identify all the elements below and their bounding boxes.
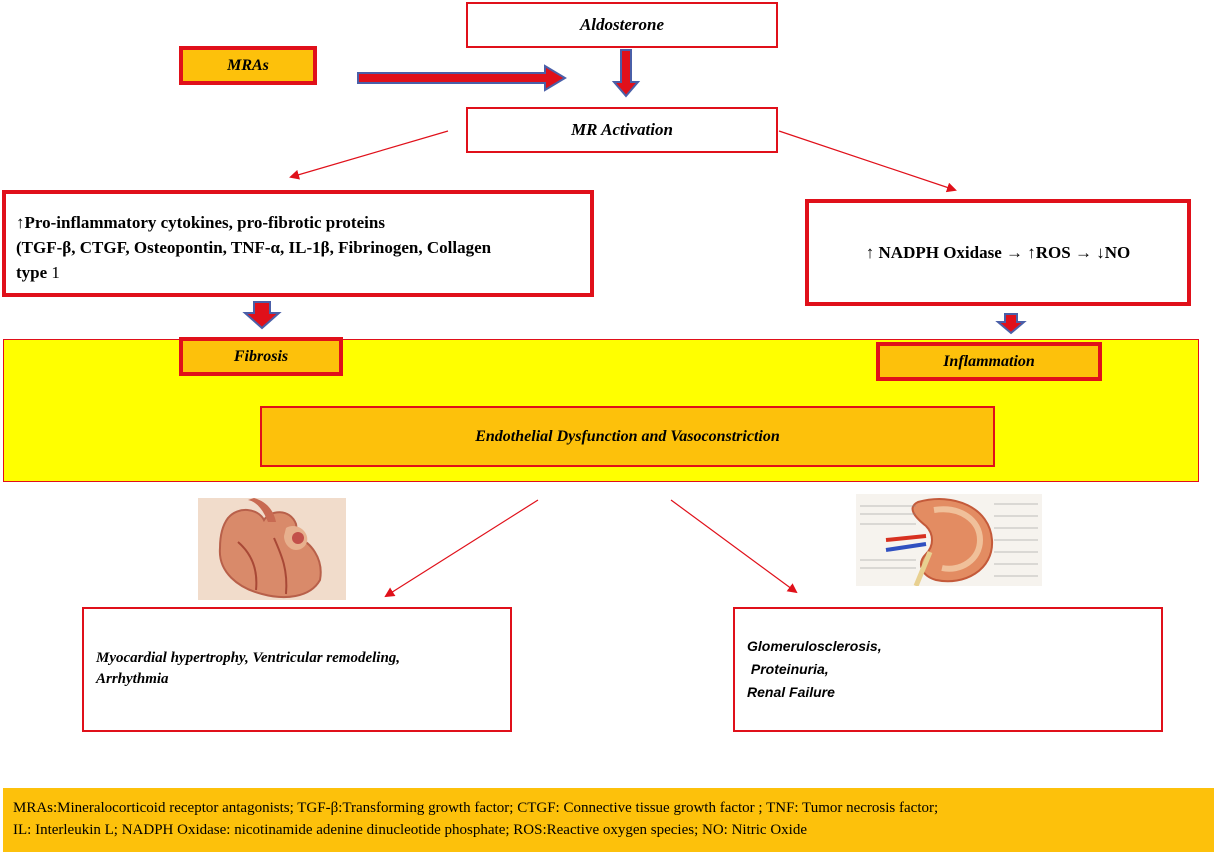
nadph-box: ↑ NADPH Oxidase → ↑ROS → ↓NO [805, 199, 1191, 306]
footnote-line-2: IL: Interleukin L; NADPH Oxidase: nicoti… [13, 822, 807, 838]
renal-line-3: Renal Failure [747, 684, 835, 700]
cytokines-number: 1 [47, 263, 60, 282]
cytokines-box: ↑Pro-inflammatory cytokines, pro-fibroti… [2, 190, 594, 297]
heart-illustration [198, 498, 346, 600]
mr-activation-box: MR Activation [466, 107, 778, 153]
mras-label: MRAs [227, 56, 269, 74]
nadph-down-arrow [995, 313, 1027, 335]
fibrosis-label: Fibrosis [233, 347, 289, 365]
inflammation-label: Inflammation [943, 352, 1035, 370]
heart-icon [198, 498, 346, 600]
cytokines-line-1: ↑Pro-inflammatory cytokines, pro-fibroti… [16, 213, 385, 232]
cytokines-line-3: type 1 [16, 260, 590, 285]
cytokines-type: type [16, 263, 48, 282]
cardiac-outcome-box: Myocardial hypertrophy, Ventricular remo… [82, 607, 512, 732]
footnote-line-1: MRAs:Mineralocorticoid receptor antagoni… [13, 800, 939, 816]
cardiac-line-2: Arrhythmia [96, 671, 169, 687]
fibrosis-box: Fibrosis [179, 337, 343, 376]
kidney-icon [856, 494, 1042, 586]
endothelial-label: Endothelial Dysfunction and Vasoconstric… [475, 427, 780, 445]
renal-outcome-box: Glomerulosclerosis, Proteinuria, Renal F… [733, 607, 1163, 732]
cardiac-line-1: Myocardial hypertrophy, Ventricular remo… [96, 650, 401, 666]
mr-activation-label: MR Activation [571, 120, 673, 139]
footnote-box: MRAs:Mineralocorticoid receptor antagoni… [3, 788, 1214, 852]
kidney-illustration [856, 494, 1042, 586]
renal-line-2: Proteinuria, [747, 661, 829, 677]
mras-arrow [357, 64, 567, 92]
aldosterone-down-arrow [611, 49, 641, 98]
mr-to-cytokines-arrow [289, 130, 449, 180]
inflammation-box: Inflammation [876, 342, 1102, 381]
to-cardiac-arrow [384, 499, 539, 598]
cytokines-down-arrow [242, 301, 282, 330]
nadph-label: ↑ NADPH Oxidase → ↑ROS → ↓NO [865, 242, 1131, 262]
endothelial-box: Endothelial Dysfunction and Vasoconstric… [260, 406, 995, 467]
renal-line-1: Glomerulosclerosis, [747, 638, 882, 654]
mras-box: MRAs [179, 46, 317, 85]
to-renal-arrow [670, 499, 798, 594]
aldosterone-label: Aldosterone [579, 15, 665, 34]
mr-to-nadph-arrow [778, 130, 957, 193]
aldosterone-box: Aldosterone [466, 2, 778, 48]
cytokines-line-2: (TGF-β, CTGF, Osteopontin, TNF-α, IL-1β,… [16, 238, 492, 257]
